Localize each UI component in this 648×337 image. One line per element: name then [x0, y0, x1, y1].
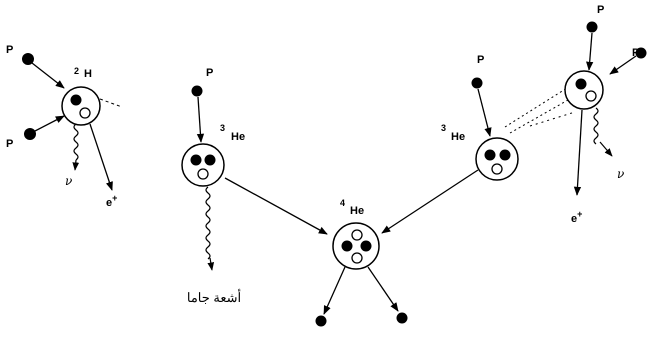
arrow	[477, 88, 492, 137]
neutron-particle	[491, 163, 503, 175]
proton-particle	[204, 154, 216, 166]
proton-label: P	[597, 4, 604, 16]
neutrino-wave	[73, 123, 79, 161]
helium3-mass-number: 3	[441, 123, 446, 133]
proton-particle	[484, 149, 496, 161]
gamma-ray-wave	[205, 186, 211, 260]
neutrino-label: ν	[617, 167, 624, 181]
proton-particle	[360, 240, 372, 252]
proton-label: P	[6, 44, 13, 56]
neutron-particle	[351, 229, 363, 241]
faint-trail	[99, 98, 123, 108]
arrow	[89, 123, 113, 191]
helium4-nucleus	[332, 222, 380, 270]
proton-particle	[586, 21, 598, 33]
arrow	[573, 109, 583, 196]
proton-label: P	[6, 138, 13, 150]
deuterium-nucleus	[61, 86, 101, 126]
neutrino-label: ν	[65, 174, 72, 188]
proton-particle	[575, 78, 587, 90]
helium3-mass-number: 3	[220, 123, 225, 133]
proton-particle	[341, 240, 353, 252]
proton-particle	[191, 85, 203, 97]
arrow	[196, 96, 205, 143]
helium4-symbol: He	[350, 205, 364, 217]
arrow	[31, 62, 65, 89]
neutron-particle	[351, 252, 363, 264]
helium3-symbol: He	[451, 131, 465, 143]
proton-particle	[315, 315, 327, 327]
deuterium-nucleus	[564, 70, 604, 110]
arrow	[72, 159, 80, 171]
helium3-symbol: He	[231, 131, 245, 143]
arrow	[609, 55, 637, 75]
deuterium-mass-number: 2	[74, 66, 79, 76]
neutron-particle	[197, 168, 209, 180]
proton-label: P	[206, 67, 213, 79]
arrow	[586, 32, 594, 71]
proton-particle	[190, 154, 202, 166]
faint-trail	[504, 87, 568, 128]
faint-trail	[509, 99, 569, 134]
helium3-formation-right: P 3 He	[381, 54, 576, 234]
proton-particle	[499, 149, 511, 161]
proton-particle	[635, 47, 647, 59]
arrow	[207, 257, 215, 271]
faint-trail	[529, 111, 576, 127]
proton-particle	[24, 128, 36, 140]
helium3-formation-left: P 3 He أشعة جاما	[181, 67, 328, 305]
arrow	[367, 266, 399, 312]
proton-particle	[471, 77, 483, 89]
arrow	[381, 169, 479, 234]
helium4-formation: 4 He	[315, 198, 408, 327]
positron-label: e+	[571, 209, 582, 225]
deuterium-symbol: H	[84, 68, 92, 80]
neutron-particle	[79, 107, 91, 119]
deuterium-formation-right: P P ν e+	[564, 4, 647, 225]
gamma-rays-label: أشعة جاما	[187, 289, 241, 305]
helium3-nucleus	[475, 137, 519, 181]
neutron-particle	[585, 90, 597, 102]
positron-label: e+	[106, 193, 117, 209]
neutrino-wave	[593, 107, 599, 145]
helium3-nucleus	[181, 143, 225, 187]
helium4-mass-number: 4	[340, 198, 345, 208]
arrow	[34, 115, 65, 132]
proton-particle	[70, 94, 82, 106]
deuterium-formation-left: P P 2 H ν e+	[6, 44, 123, 209]
proton-particle	[22, 53, 34, 65]
arrow	[323, 266, 346, 315]
arrow	[224, 177, 328, 235]
arrow	[599, 141, 613, 157]
proton-label: P	[477, 54, 484, 66]
proton-particle	[396, 312, 408, 324]
